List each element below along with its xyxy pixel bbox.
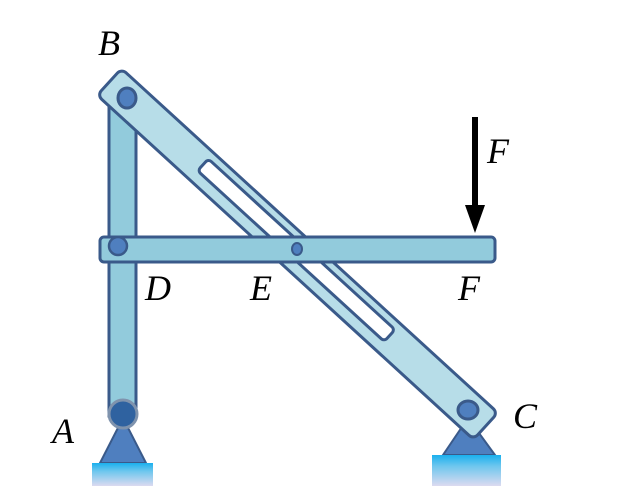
- label-c: C: [513, 396, 538, 436]
- force-arrow: [465, 117, 485, 233]
- pin-support-a: [92, 415, 153, 486]
- label-e: E: [249, 268, 272, 308]
- pin-a: [107, 398, 139, 430]
- label-b: B: [98, 23, 120, 63]
- pin-e: [291, 242, 303, 256]
- force-arrow-head: [465, 205, 485, 233]
- label-point-f: F: [457, 268, 481, 308]
- pin-c: [456, 399, 480, 421]
- ground-c: [432, 455, 501, 486]
- label-d: D: [144, 268, 171, 308]
- pin-b: [116, 86, 138, 110]
- label-force-f: F: [486, 131, 510, 171]
- force-arrow-shaft: [472, 117, 478, 209]
- label-a: A: [50, 411, 75, 451]
- ground-a: [92, 463, 153, 486]
- pin-d: [107, 235, 129, 257]
